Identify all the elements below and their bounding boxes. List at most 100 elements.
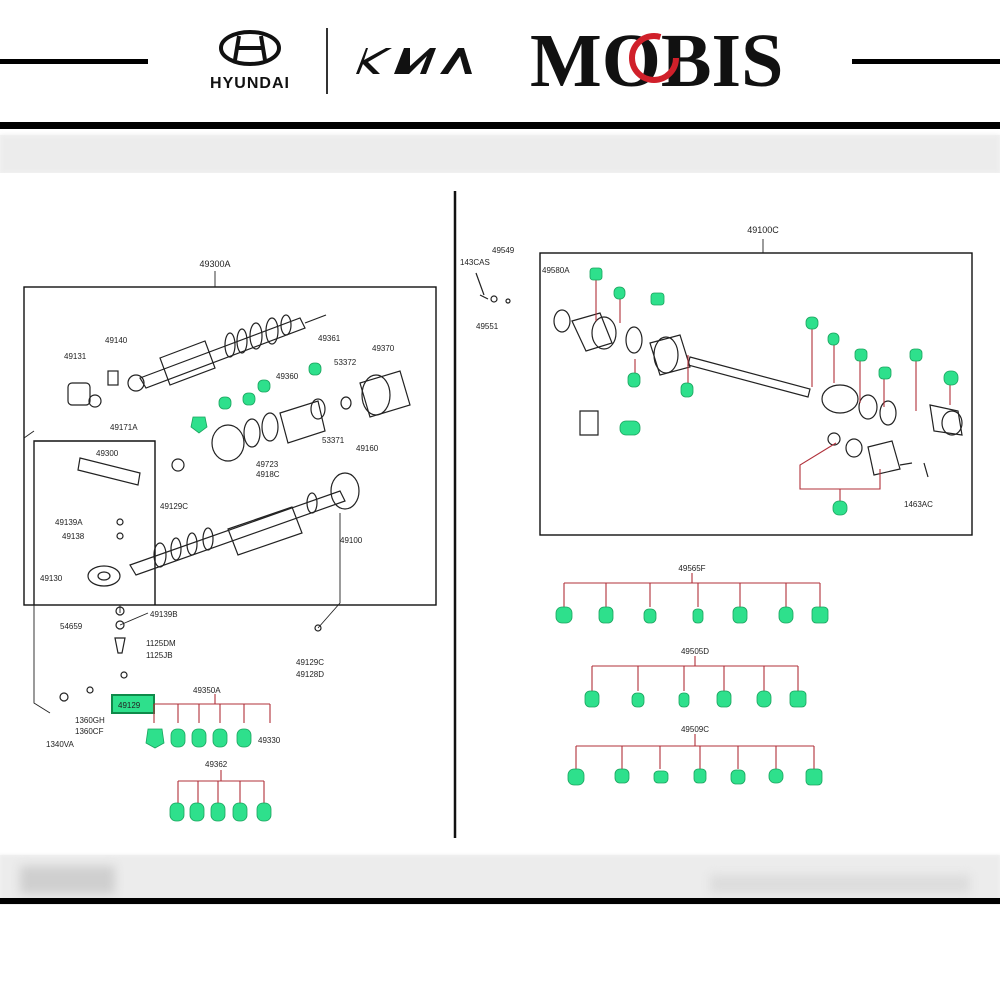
label-49551: 49551 bbox=[476, 322, 499, 331]
callout-bubble[interactable] bbox=[619, 420, 641, 436]
label-49130: 49130 bbox=[40, 574, 63, 583]
tree-49362 bbox=[177, 780, 265, 803]
callout-bubble[interactable] bbox=[650, 292, 665, 306]
callout-bubble[interactable] bbox=[242, 392, 256, 406]
callout-bubble[interactable] bbox=[598, 606, 614, 624]
label-49100: 49100 bbox=[340, 536, 363, 545]
label-49362: 49362 bbox=[205, 760, 228, 769]
upper-yoke bbox=[67, 370, 145, 408]
callouts-right bbox=[589, 267, 959, 516]
callout-bubble[interactable] bbox=[878, 366, 892, 380]
callout-bubble[interactable] bbox=[692, 608, 704, 624]
callout-bubble[interactable] bbox=[169, 802, 185, 822]
label-49160: 49160 bbox=[356, 444, 379, 453]
header-rule bbox=[0, 122, 1000, 129]
callout-bubble[interactable] bbox=[909, 348, 923, 362]
label-49139B: 49139B bbox=[150, 610, 178, 619]
blurred-thumbnail bbox=[20, 866, 115, 894]
callout-bubble[interactable] bbox=[653, 770, 669, 784]
label-49723: 49723 bbox=[256, 460, 279, 469]
assembly-frame bbox=[23, 286, 437, 606]
callout-bubble[interactable] bbox=[805, 316, 819, 330]
part-leaders bbox=[595, 269, 951, 411]
callout-bubble[interactable] bbox=[170, 728, 186, 748]
label-49505D: 49505D bbox=[681, 647, 709, 656]
label-49330: 49330 bbox=[258, 736, 281, 745]
label-49129[interactable]: 49129 bbox=[118, 701, 141, 710]
callout-bubble[interactable] bbox=[768, 768, 784, 784]
callout-bubble[interactable] bbox=[232, 802, 248, 822]
callout-bubble[interactable] bbox=[631, 692, 645, 708]
callout-bubble[interactable] bbox=[789, 690, 807, 708]
kia-logo-icon bbox=[352, 44, 474, 78]
callout-bubble[interactable] bbox=[614, 768, 630, 784]
hyundai-logo-icon: HYUNDAI bbox=[195, 30, 305, 94]
label-49549: 49549 bbox=[492, 246, 515, 255]
tree-49505D bbox=[591, 656, 799, 691]
tree-49509C bbox=[575, 734, 815, 769]
label-4918C: 4918C bbox=[256, 470, 280, 479]
tree-49350A bbox=[153, 703, 271, 723]
callout-bubble[interactable] bbox=[567, 768, 585, 786]
label-1125JB: 1125JB bbox=[146, 651, 173, 660]
lower-hardware bbox=[59, 606, 322, 702]
label-49300A: 49300A bbox=[199, 259, 230, 269]
callout-bubble[interactable] bbox=[627, 372, 641, 388]
callout-bubble[interactable] bbox=[730, 769, 746, 785]
label-49100C: 49100C bbox=[747, 225, 779, 235]
right-panel: 49100C 49549 143CAS 49551 49580A bbox=[460, 225, 973, 786]
callout-bubble[interactable] bbox=[811, 606, 829, 624]
callout-bubble[interactable] bbox=[145, 728, 165, 749]
callout-bubble[interactable] bbox=[613, 286, 626, 300]
callout-bubble[interactable] bbox=[854, 348, 868, 362]
callout-bubble[interactable] bbox=[756, 690, 772, 708]
center-bearing bbox=[77, 457, 185, 587]
callout-bubble[interactable] bbox=[827, 332, 840, 346]
callout-bubble[interactable] bbox=[680, 382, 694, 398]
label-49139A: 49139A bbox=[55, 518, 83, 527]
logo-divider bbox=[326, 28, 328, 94]
callout-bubble[interactable] bbox=[257, 379, 271, 393]
callout-bubble[interactable] bbox=[189, 802, 205, 822]
callout-bubble[interactable] bbox=[778, 606, 794, 624]
callout-bubble[interactable] bbox=[191, 728, 207, 748]
label-54659: 54659 bbox=[60, 622, 83, 631]
header-band bbox=[0, 0, 1000, 135]
lower-shaft bbox=[129, 472, 360, 576]
label-49131: 49131 bbox=[64, 352, 87, 361]
label-49171A: 49171A bbox=[110, 423, 138, 432]
callout-bubble[interactable] bbox=[732, 606, 748, 624]
callouts-49505D bbox=[584, 690, 807, 708]
label-53372: 53372 bbox=[334, 358, 357, 367]
label-1340VA: 1340VA bbox=[46, 740, 75, 749]
callout-bubble[interactable] bbox=[308, 362, 322, 376]
callout-bubble[interactable] bbox=[832, 500, 848, 516]
callout-bubble[interactable] bbox=[716, 690, 732, 708]
callout-bubble[interactable] bbox=[256, 802, 272, 822]
callout-bubble[interactable] bbox=[943, 370, 959, 386]
footer-rule bbox=[0, 898, 1000, 904]
callout-bubble[interactable] bbox=[584, 690, 600, 708]
label-49580A: 49580A bbox=[542, 266, 570, 275]
label-49140: 49140 bbox=[105, 336, 128, 345]
callout-bubble[interactable] bbox=[678, 692, 690, 708]
left-panel: 49300A bbox=[23, 259, 437, 822]
cv-driveshaft bbox=[553, 309, 963, 478]
callout-bubble[interactable] bbox=[212, 728, 228, 748]
label-49138: 49138 bbox=[62, 532, 85, 541]
label-1463AC: 1463AC bbox=[904, 500, 933, 509]
callout-bubble[interactable] bbox=[555, 606, 573, 624]
callout-bubble[interactable] bbox=[589, 267, 603, 281]
callout-bubble[interactable] bbox=[693, 768, 707, 784]
mobis-logo-icon: MOBIS bbox=[530, 18, 805, 103]
callout-bubble[interactable] bbox=[218, 396, 232, 410]
callout-bubble[interactable] bbox=[190, 416, 208, 434]
callout-bubble[interactable] bbox=[643, 608, 657, 624]
label-49300: 49300 bbox=[96, 449, 119, 458]
callout-bubble[interactable] bbox=[236, 728, 252, 748]
parts-diagram: 49300A bbox=[0, 173, 1000, 855]
callout-bubble[interactable] bbox=[210, 802, 226, 822]
label-49129C-b: 49129C bbox=[296, 658, 324, 667]
callout-bubble[interactable] bbox=[805, 768, 823, 786]
callouts-49565F bbox=[555, 606, 829, 624]
